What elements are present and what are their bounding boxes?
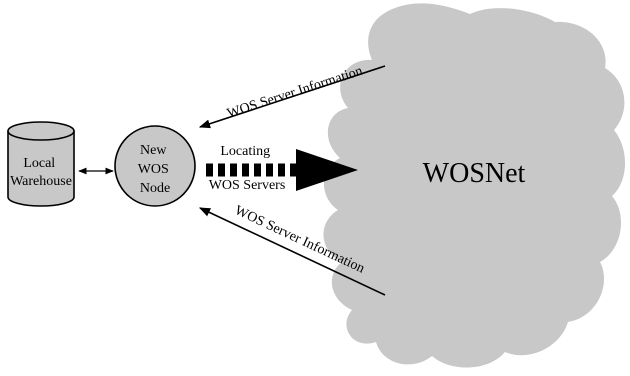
wosnet-cloud-shape (323, 3, 626, 368)
svg-text:Locating WOS Servers: Locating WOS Servers (209, 144, 286, 193)
info-arrow-top-line (198, 65, 386, 129)
locating-label-line1: Locating (220, 144, 270, 159)
locating-arrowhead (296, 149, 358, 191)
local-warehouse: Local Warehouse (7, 121, 75, 207)
locating-arrow: Locating WOS Servers (206, 144, 358, 193)
wosnet-label: WOSNet (423, 158, 526, 189)
node-label-line3: Node (140, 181, 170, 196)
wosnet-cloud: WOSNet (323, 3, 626, 368)
warehouse-label-line2: Warehouse (10, 174, 72, 189)
node-label-line2: WOS (138, 162, 169, 177)
new-wos-node: New WOS Node (114, 125, 196, 207)
svg-text:Local Warehouse: Local Warehouse (10, 156, 72, 189)
node-label-line1: New (140, 143, 167, 158)
node-circle (114, 125, 196, 207)
warehouse-cylinder-top (7, 121, 75, 141)
info-arrow-bottom-line (198, 207, 386, 296)
svg-text:New WOS Node: New WOS Node (138, 143, 173, 196)
locating-label-line2: WOS Servers (209, 178, 286, 193)
warehouse-cylinder-body (7, 131, 75, 207)
warehouse-label-line1: Local (23, 156, 55, 171)
